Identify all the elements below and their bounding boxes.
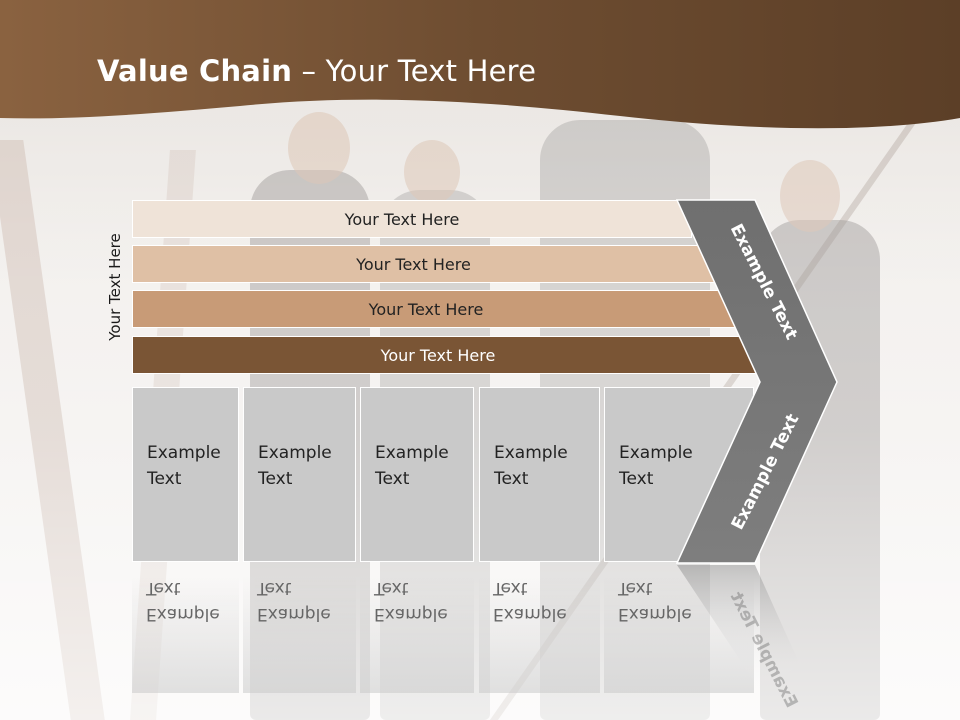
bar-label: Your Text Here xyxy=(356,254,471,274)
value-bar-2: Your Text Here xyxy=(132,245,715,283)
bar-label: Your Text Here xyxy=(344,209,460,229)
box-line2: Text xyxy=(619,469,654,489)
box-line2: Text xyxy=(375,469,410,489)
value-bar-3: Your Text Here xyxy=(132,290,740,328)
value-bar-1: Your Text Here xyxy=(132,200,692,238)
box-line2: Text xyxy=(147,469,182,489)
bar-label: Your Text Here xyxy=(380,345,496,365)
title-bold: Value Chain xyxy=(97,54,293,88)
box-line1: Example xyxy=(375,443,449,463)
box-line1: Example xyxy=(258,443,332,463)
chevron-reflection xyxy=(677,565,800,690)
box-line1: Example xyxy=(147,443,221,463)
value-bar-4: Your Text Here xyxy=(132,336,764,374)
header-band xyxy=(0,0,960,129)
chevron-shape xyxy=(675,199,838,564)
slide-title: Value Chain – Your Text Here xyxy=(97,54,536,88)
box-line1: Example xyxy=(619,443,693,463)
box-line1: Example xyxy=(494,443,568,463)
title-rest: – Your Text Here xyxy=(292,54,537,88)
box-line2: Text xyxy=(258,469,293,489)
box-line2: Text xyxy=(494,469,529,489)
bar-label: Your Text Here xyxy=(368,299,484,319)
